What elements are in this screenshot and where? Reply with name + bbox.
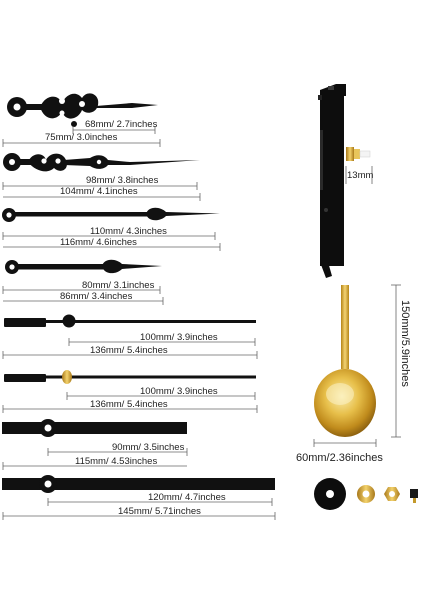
hand-5-hub [62, 314, 76, 328]
pendulum-width-label: 60mm/2.36inches [296, 452, 383, 464]
hand-2-long-dimension: 104mm/ 4.1inches [60, 186, 138, 197]
movement-housing [320, 84, 346, 266]
hand-1-short-dimension: 68mm/ 2.7inches [85, 119, 158, 130]
hand-2-ornate [3, 153, 200, 172]
pendulum-rod [341, 285, 349, 369]
pendulum [313, 284, 401, 447]
hand-3-spade [2, 207, 220, 222]
pendulum-height-label: 150mm/5.9inches [399, 300, 411, 387]
shaft-length-label: 13mm [347, 170, 374, 181]
hand-8-wide-baton [2, 475, 275, 493]
clock-movement [318, 84, 373, 278]
shaft-brass [346, 147, 354, 161]
hand-7-long-dimension: 115mm/ 4.53inches [75, 456, 158, 467]
cap-nut-icon [410, 489, 418, 503]
hand-8-long-dimension: 145mm/ 5.71inches [118, 506, 201, 517]
dimension-lines [2, 126, 276, 520]
hand-7-wide-baton [2, 419, 187, 437]
hand-6-short-dimension: 100mm/ 3.9inches [140, 386, 218, 397]
movement-hanger [320, 262, 332, 278]
shaft-tip [359, 150, 371, 158]
hand-5-baton [4, 314, 256, 328]
hand-4-short-dimension: 80mm/ 3.1inches [82, 280, 155, 291]
hand-3-short-dimension: 110mm/ 4.3inches [90, 226, 167, 237]
hand-1-long-dimension: 75mm/ 3.0inches [45, 132, 118, 143]
hand-6-brass-hub [62, 370, 72, 384]
hand-4-spade [5, 259, 162, 274]
hand-1-ornate [7, 93, 158, 127]
hand-5-short-dimension: 100mm/ 3.9inches [140, 332, 218, 343]
accessories [314, 478, 418, 510]
hand-6-long-dimension: 136mm/ 5.4inches [90, 399, 168, 410]
hand-7-short-dimension: 90mm/ 3.5inches [112, 442, 185, 453]
hand-4-long-dimension: 86mm/ 3.4inches [60, 291, 133, 302]
hand-8-short-dimension: 120mm/ 4.7inches [148, 492, 226, 503]
hand-2-short-dimension: 98mm/ 3.8inches [86, 175, 159, 186]
hand-3-long-dimension: 116mm/ 4.6inches [60, 237, 137, 248]
hand-6-baton [4, 370, 256, 384]
hand-5-long-dimension: 136mm/ 5.4inches [90, 345, 168, 356]
